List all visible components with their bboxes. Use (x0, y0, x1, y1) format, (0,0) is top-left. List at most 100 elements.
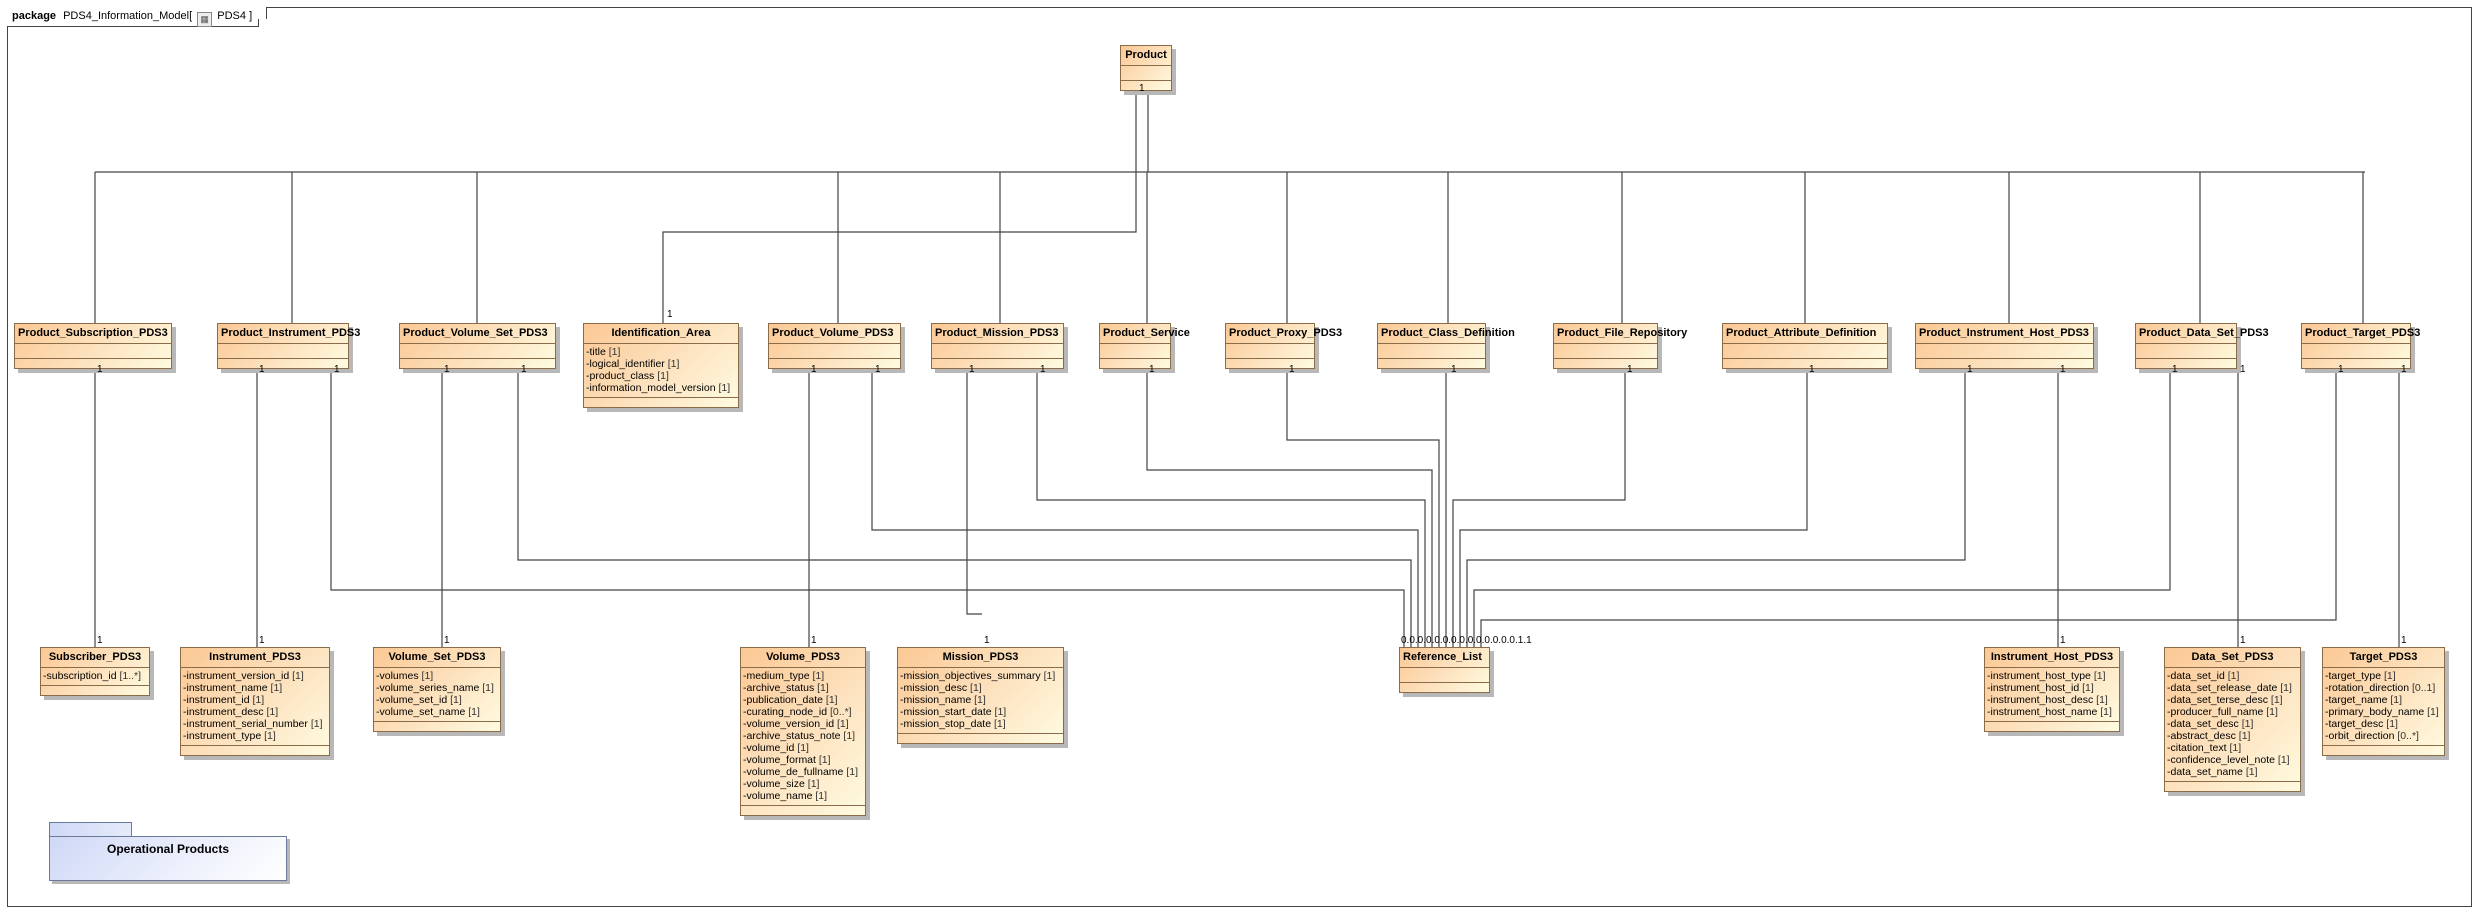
class-product-data-set[interactable]: Product_Data_Set_PDS3 (2135, 323, 2269, 369)
class-attribute[interactable]: -volume_series_name [1] (376, 682, 498, 694)
association-reference-list[interactable] (1480, 343, 2337, 647)
class-attribute[interactable]: -instrument_serial_number [1] (183, 718, 327, 730)
class-attribute[interactable]: -mission_desc [1] (900, 682, 1061, 694)
class-product-attribute-definition[interactable]: Product_Attribute_Definition (1722, 323, 1888, 369)
class-attribute[interactable]: -volume_de_fullname [1] (743, 766, 863, 778)
class-attribute[interactable]: -abstract_desc [1] (2167, 730, 2298, 742)
class-product-instrument-host[interactable]: Product_Instrument_Host_PDS3 (1915, 323, 2094, 369)
class-attribute[interactable]: -instrument_version_id [1] (183, 670, 327, 682)
class-attribute[interactable]: -product_class [1] (586, 370, 736, 382)
class-attribute[interactable]: -information_model_version [1] (586, 382, 736, 394)
class-attribute[interactable]: -volume_name [1] (743, 790, 863, 802)
class-attribute[interactable]: -target_type [1] (2325, 670, 2442, 682)
class-attribute[interactable]: -subscription_id [1..*] (43, 670, 147, 682)
class-attribute[interactable]: -publication_date [1] (743, 694, 863, 706)
attribute-name: -mission_start_date (900, 706, 992, 718)
class-attribute[interactable]: -volume_version_id [1] (743, 718, 863, 730)
class-attribute[interactable]: -instrument_name [1] (183, 682, 327, 694)
class-instrument-host[interactable]: Instrument_Host_PDS3-instrument_host_typ… (1984, 647, 2120, 732)
class-attribute[interactable]: -mission_start_date [1] (900, 706, 1061, 718)
class-subscriber[interactable]: Subscriber_PDS3-subscription_id [1..*] (40, 647, 150, 696)
class-attribute[interactable]: -instrument_desc [1] (183, 706, 327, 718)
class-product-volume[interactable]: Product_Volume_PDS3 (768, 323, 901, 369)
class-attribute[interactable]: -volume_size [1] (743, 778, 863, 790)
attribute-name: -data_set_desc (2167, 718, 2239, 730)
class-reference-list[interactable]: Reference_List (1399, 647, 1490, 693)
operation-compartment (2136, 359, 2236, 368)
class-attribute[interactable]: -target_name [1] (2325, 694, 2442, 706)
class-attribute[interactable]: -rotation_direction [0..1] (2325, 682, 2442, 694)
class-product-service[interactable]: Product_Service (1099, 323, 1190, 369)
attribute-name: -volume_set_name (376, 706, 466, 718)
class-volume-set[interactable]: Volume_Set_PDS3-volumes [1]-volume_serie… (373, 647, 501, 732)
class-identification-area[interactable]: Identification_Area-title [1]-logical_id… (583, 323, 739, 408)
attribute-multiplicity: [1] (667, 358, 680, 370)
class-attribute[interactable]: -instrument_id [1] (183, 694, 327, 706)
operation-compartment (741, 806, 865, 815)
class-product-subscription[interactable]: Product_Subscription_PDS3 (14, 323, 172, 369)
class-attribute[interactable]: -mission_name [1] (900, 694, 1061, 706)
class-attribute[interactable]: -instrument_host_name [1] (1987, 706, 2117, 718)
class-product-instrument[interactable]: Product_Instrument_PDS3 (217, 323, 360, 369)
class-volume[interactable]: Volume_PDS3-medium_type [1]-archive_stat… (740, 647, 866, 816)
class-attribute[interactable]: -title [1] (586, 346, 736, 358)
class-instrument[interactable]: Instrument_PDS3-instrument_version_id [1… (180, 647, 330, 756)
association-line[interactable] (966, 343, 982, 615)
class-attribute[interactable]: -data_set_terse_desc [1] (2167, 694, 2298, 706)
class-attribute[interactable]: -archive_status_note [1] (743, 730, 863, 742)
association-reference-list[interactable] (1286, 343, 1440, 647)
class-attribute[interactable]: -data_set_id [1] (2167, 670, 2298, 682)
association-identification-area[interactable] (662, 75, 1137, 323)
class-attribute[interactable]: -volume_format [1] (743, 754, 863, 766)
association-reference-list[interactable] (1459, 343, 1808, 647)
attribute-name: -instrument_host_id (1987, 682, 2080, 694)
class-attribute[interactable]: -instrument_host_id [1] (1987, 682, 2117, 694)
class-target[interactable]: Target_PDS3-target_type [1]-rotation_dir… (2322, 647, 2445, 756)
class-attribute[interactable]: -curating_node_id [0..*] (743, 706, 863, 718)
class-product-file-repository[interactable]: Product_File_Repository (1553, 323, 1687, 369)
class-attribute[interactable]: -data_set_name [1] (2167, 766, 2298, 778)
class-attribute[interactable]: -mission_objectives_summary [1] (900, 670, 1061, 682)
class-attribute[interactable]: -data_set_desc [1] (2167, 718, 2298, 730)
class-attribute[interactable]: -volumes [1] (376, 670, 498, 682)
association-reference-list[interactable] (1473, 343, 2171, 647)
class-product-volume-set[interactable]: Product_Volume_Set_PDS3 (399, 323, 556, 369)
attribute-multiplicity: [1] (974, 694, 986, 706)
association-reference-list[interactable] (1036, 343, 1426, 647)
association-reference-list[interactable] (1146, 343, 1433, 647)
association-reference-list[interactable] (330, 343, 1405, 647)
class-attribute[interactable]: -citation_text [1] (2167, 742, 2298, 754)
class-attribute[interactable]: -data_set_release_date [1] (2167, 682, 2298, 694)
association-reference-list[interactable] (1452, 343, 1626, 647)
class-product[interactable]: Product (1120, 45, 1172, 91)
association-reference-list[interactable] (1466, 343, 1966, 647)
class-attribute[interactable]: -archive_status [1] (743, 682, 863, 694)
class-attribute[interactable]: -target_desc [1] (2325, 718, 2442, 730)
class-attribute[interactable]: -mission_stop_date [1] (900, 718, 1061, 730)
association-reference-list[interactable] (517, 343, 1412, 647)
class-attribute[interactable]: -orbit_direction [0..*] (2325, 730, 2442, 742)
class-mission[interactable]: Mission_PDS3-mission_objectives_summary … (897, 647, 1064, 744)
class-attribute[interactable]: -producer_full_name [1] (2167, 706, 2298, 718)
class-attribute[interactable]: -instrument_type [1] (183, 730, 327, 742)
class-attribute[interactable]: -primary_body_name [1] (2325, 706, 2442, 718)
association-reference-list[interactable] (871, 343, 1419, 647)
class-attribute[interactable]: -logical_identifier [1] (586, 358, 736, 370)
attribute-compartment (400, 344, 555, 359)
class-attribute[interactable]: -confidence_level_note [1] (2167, 754, 2298, 766)
class-product-target[interactable]: Product_Target_PDS3 (2301, 323, 2420, 369)
attribute-name: -volume_size (743, 778, 805, 790)
class-product-mission[interactable]: Product_Mission_PDS3 (931, 323, 1064, 369)
class-attribute[interactable]: -instrument_host_desc [1] (1987, 694, 2117, 706)
operation-compartment (218, 359, 348, 368)
class-attribute[interactable]: -instrument_host_type [1] (1987, 670, 2117, 682)
class-attribute[interactable]: -volume_set_name [1] (376, 706, 498, 718)
class-attribute[interactable]: -volume_id [1] (743, 742, 863, 754)
class-data-set[interactable]: Data_Set_PDS3-data_set_id [1]-data_set_r… (2164, 647, 2301, 792)
class-product-class-definition[interactable]: Product_Class_Definition (1377, 323, 1515, 369)
class-name: Product_Instrument_Host_PDS3 (1916, 324, 2093, 344)
class-attribute[interactable]: -medium_type [1] (743, 670, 863, 682)
package-operational-products[interactable]: Operational Products (49, 822, 287, 881)
class-attribute[interactable]: -volume_set_id [1] (376, 694, 498, 706)
class-product-proxy[interactable]: Product_Proxy_PDS3 (1225, 323, 1342, 369)
